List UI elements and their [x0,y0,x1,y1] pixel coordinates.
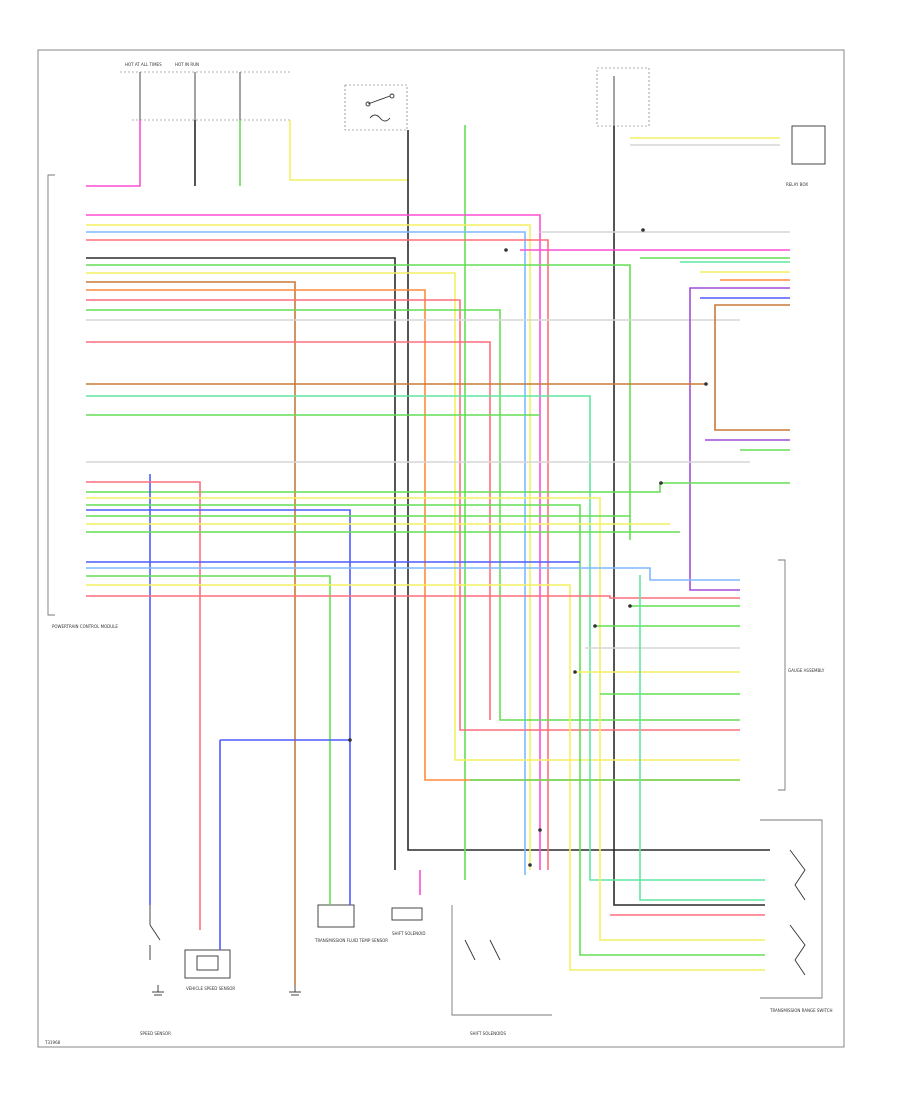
outer-frame [37,49,845,1048]
wire-black [407,130,770,851]
wire-orange [86,289,740,781]
wire-red [86,341,491,720]
wire-yellow [86,224,531,870]
fuse-block-right [596,67,650,127]
bottom-center-label: SHIFT SOLENOIDS [470,1031,507,1036]
wire-yellow [86,497,765,941]
wire-green [86,309,740,721]
wire-green [86,504,765,956]
splice-layer [348,228,708,867]
splice-node [504,248,508,252]
wire-yellow [86,584,765,971]
splice-node [641,228,645,232]
range-switch-bracket [760,819,823,999]
wire-layer [86,120,790,985]
splice-node [573,670,577,674]
wire-lt_green [86,395,765,881]
fuse-label-hot-at-all-times: HOT AT ALL TIMES [125,62,162,67]
solenoid-switch-icon [464,939,501,961]
gauge-label: GAUGE ASSEMBLY [788,668,825,673]
relay-box-right-label: RELAY BOX [786,182,808,187]
splice-node [348,738,352,742]
sensor-left-label: SPEED SENSOR [140,1031,171,1036]
pcm-label: POWERTRAIN CONTROL MODULE [52,624,118,629]
splice-node [528,863,532,867]
splice-node [659,481,663,485]
left-sensor-switch: SPEED SENSOR [140,905,171,1036]
wire-blue [219,739,350,950]
footer-code: T31968 [44,1040,61,1045]
splice-node [538,828,542,832]
relay-switch-icon [365,93,395,122]
wire-red [86,299,740,731]
fuse-label-hot-in-run: HOT IN RUN [175,62,199,67]
ground-icon [152,985,164,996]
shift-solenoid-small [391,907,423,921]
wire-green [86,482,790,493]
wire-lt_green [639,575,765,901]
sensor-mid-label: TRANSMISSION FLUID TEMP SENSOR [314,938,388,943]
wire-black [613,126,765,906]
relay-box [344,84,408,131]
range-switch-label: TRANSMISSION RANGE SWITCH [769,1008,833,1013]
wire-green [86,575,331,905]
relay-box-right [791,125,826,165]
gauge-bracket [778,559,786,791]
ground-icon [289,985,301,996]
splice-node [628,604,632,608]
wire-red [86,481,201,930]
wire-lt_blue [86,567,740,581]
wire-red [86,595,740,599]
splice-node [704,382,708,386]
wire-brown [86,281,296,985]
sensor-left-2-label: VEHICLE SPEED SENSOR [186,986,235,991]
fluid-temp-sensor [317,904,355,928]
wire-pink [86,120,141,187]
pcm-bracket [47,174,55,616]
shift-solenoids-bracket [451,905,552,1016]
splice-node [593,624,597,628]
wire-blue [86,509,351,905]
wire-yellow [289,120,408,181]
vehicle-speed-sensor-inner [196,955,219,971]
sensor-mid2-label: SHIFT SOLENOID [392,931,426,936]
wire-black [86,257,396,870]
wire-brown [714,304,790,431]
wire-lt_blue [86,231,526,875]
fuse-block-top: HOT AT ALL TIMES HOT IN RUN [120,62,290,121]
wire-pink [86,214,541,870]
range-switch-icon [789,849,806,976]
wire-red [86,239,549,870]
vehicle-speed-sensor [184,949,231,979]
wire-green [86,264,631,540]
wire-violet [689,287,790,591]
